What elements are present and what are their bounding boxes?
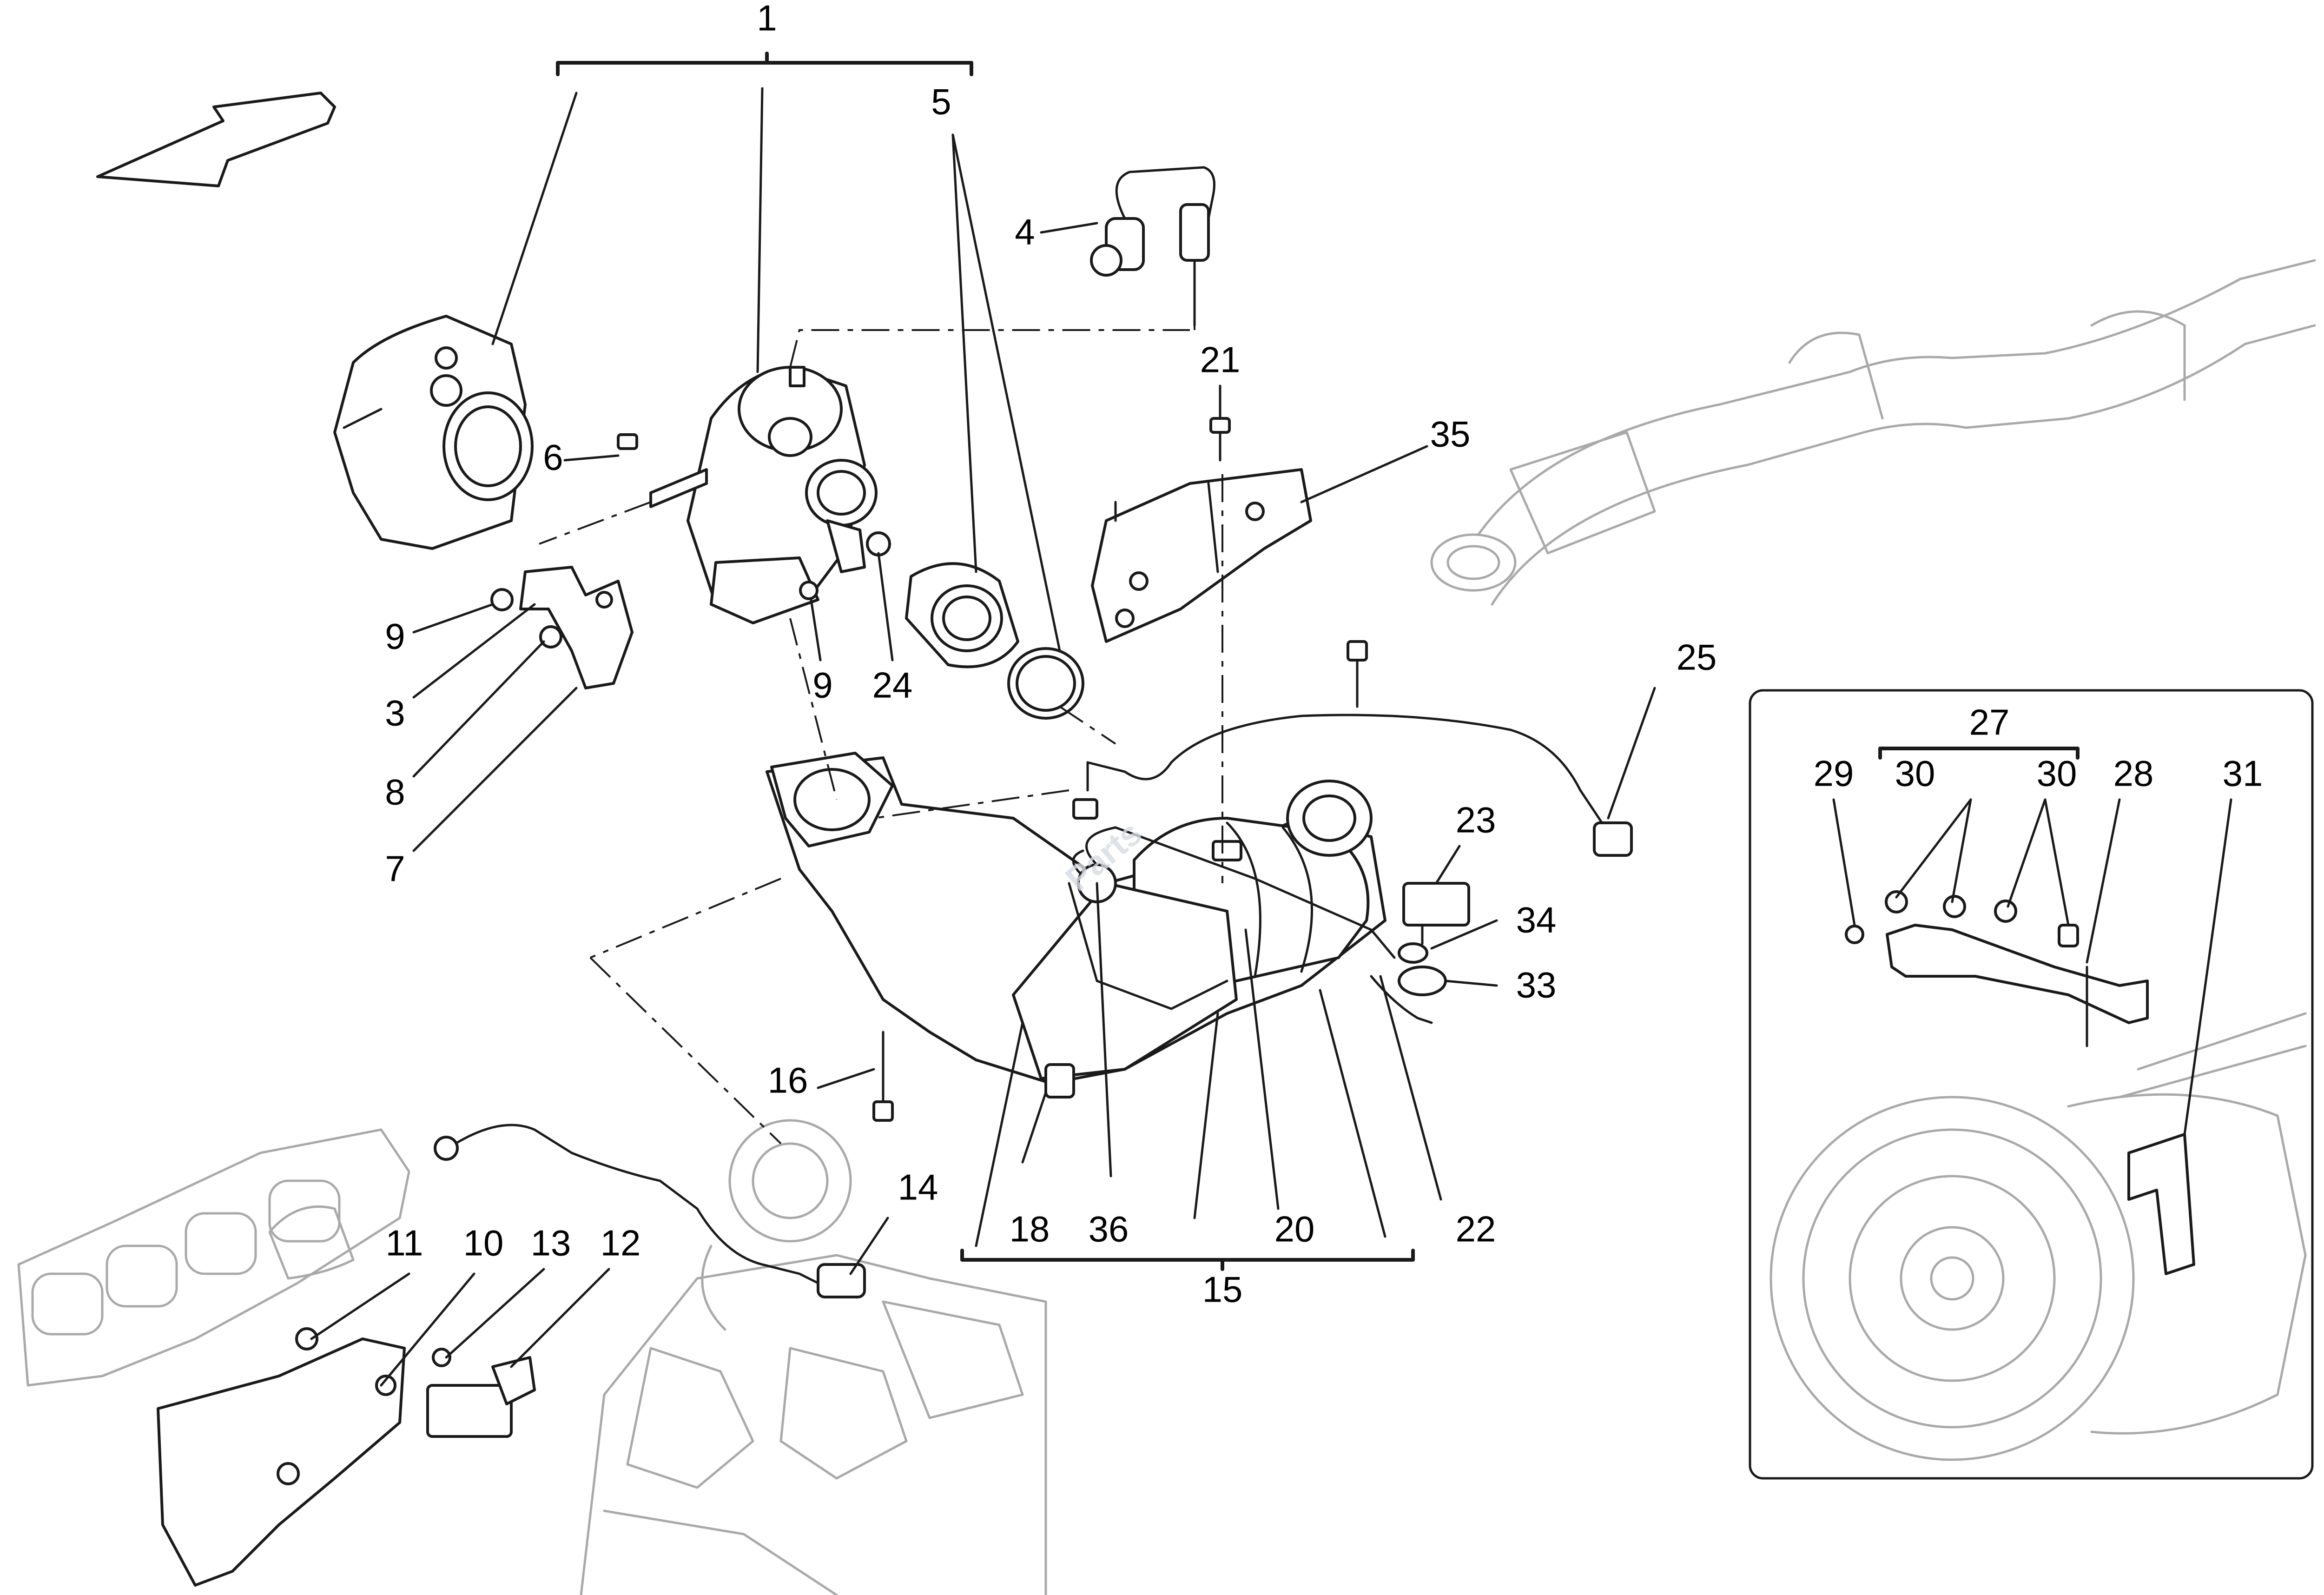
assembly-dash-lines (539, 298, 1223, 1145)
label-22: 22 (1456, 1209, 1496, 1250)
label-20: 20 (1274, 1209, 1315, 1250)
leader-lines (310, 87, 2232, 1387)
label-12: 12 (601, 1223, 641, 1264)
label-11: 11 (386, 1223, 423, 1264)
label-18: 18 (1010, 1209, 1050, 1250)
lambda-sensor (1090, 166, 1215, 327)
label-27: 27 (1969, 702, 2010, 743)
pressure-sensor (1370, 882, 1470, 1024)
label-7: 7 (385, 848, 405, 889)
transmission-inset (1749, 689, 2314, 1480)
turbocharger-assembly (766, 752, 1396, 1085)
support-bracket (1091, 468, 1312, 643)
label-15: 15 (1202, 1269, 1243, 1310)
label-30a: 30 (1895, 753, 1935, 794)
label-4: 4 (1015, 212, 1035, 252)
label-3: 3 (385, 693, 405, 734)
direction-arrow-icon (96, 92, 336, 187)
label-34: 34 (1516, 900, 1557, 940)
temperature-sensor-cable (1072, 640, 1633, 857)
label-13: 13 (531, 1223, 571, 1264)
label-31: 31 (2223, 753, 2263, 794)
gasket-ring (1007, 647, 1084, 720)
label-8: 8 (385, 772, 405, 813)
label-9a: 9 (385, 616, 405, 657)
label-23: 23 (1456, 800, 1496, 841)
clip-18 (1044, 1063, 1075, 1099)
label-36: 36 (1089, 1209, 1129, 1250)
catalytic-converter-heat-shield (333, 315, 534, 550)
bolt-16 (872, 1031, 894, 1122)
callout-labels: 1 5 4 21 35 6 9 3 8 7 9 24 25 23 34 33 1… (385, 0, 2263, 1310)
label-1: 1 (757, 0, 777, 39)
label-30b: 30 (2037, 753, 2077, 794)
label-29: 29 (1814, 753, 1854, 794)
label-33: 33 (1516, 965, 1557, 1006)
heat-shield-bracket (519, 566, 634, 689)
catalytic-converter (649, 366, 878, 624)
exhaust-pipe-background (1430, 259, 2316, 606)
exhaust-temperature-sensor (434, 1124, 866, 1298)
label-21: 21 (1200, 339, 1241, 380)
label-14: 14 (898, 1167, 938, 1208)
label-6: 6 (543, 437, 563, 478)
label-9b: 9 (812, 665, 832, 706)
group-brackets (556, 52, 2080, 1271)
label-28: 28 (2113, 753, 2154, 794)
lower-heat-shield (157, 1327, 536, 1587)
label-25: 25 (1677, 637, 1717, 678)
label-16: 16 (768, 1060, 808, 1101)
engine-block-background (17, 1119, 1047, 1595)
label-24: 24 (872, 665, 913, 706)
small-fasteners (490, 433, 891, 649)
pipe-clamp (905, 562, 1019, 668)
label-5: 5 (931, 81, 951, 122)
label-35: 35 (1430, 414, 1471, 455)
label-10: 10 (463, 1223, 504, 1264)
bolt-21 (1209, 417, 1231, 462)
